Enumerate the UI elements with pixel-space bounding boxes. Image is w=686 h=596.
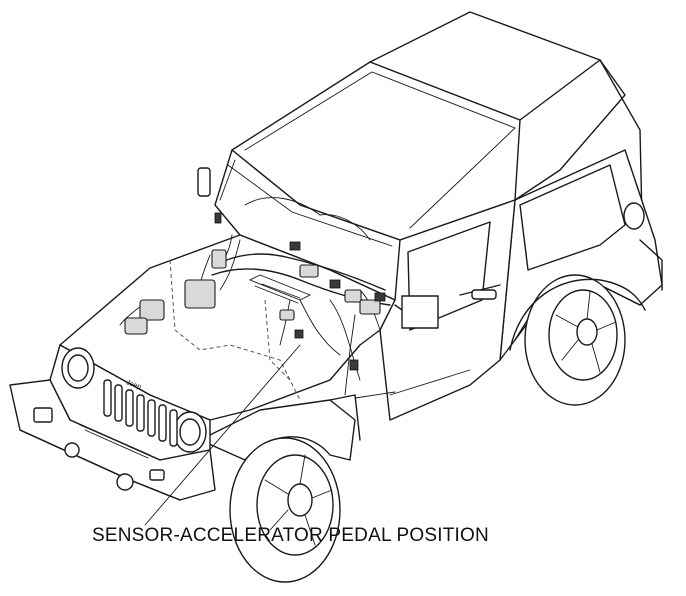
side-mirror: [394, 295, 439, 329]
rear-fender: [509, 278, 646, 351]
grille: Jeep: [49, 344, 211, 461]
hood: [59, 234, 396, 421]
wiring-harness: [119, 212, 391, 396]
callout-leader-line: [144, 344, 301, 526]
callout-label: SENSOR-ACCELERATOR PEDAL POSITION: [92, 525, 489, 546]
rear-wheel: [524, 274, 626, 406]
front-wheel: [229, 437, 341, 583]
rear-body: [499, 149, 663, 361]
front-bumper: [9, 379, 216, 501]
grille-logo-text: Jeep: [125, 379, 142, 391]
